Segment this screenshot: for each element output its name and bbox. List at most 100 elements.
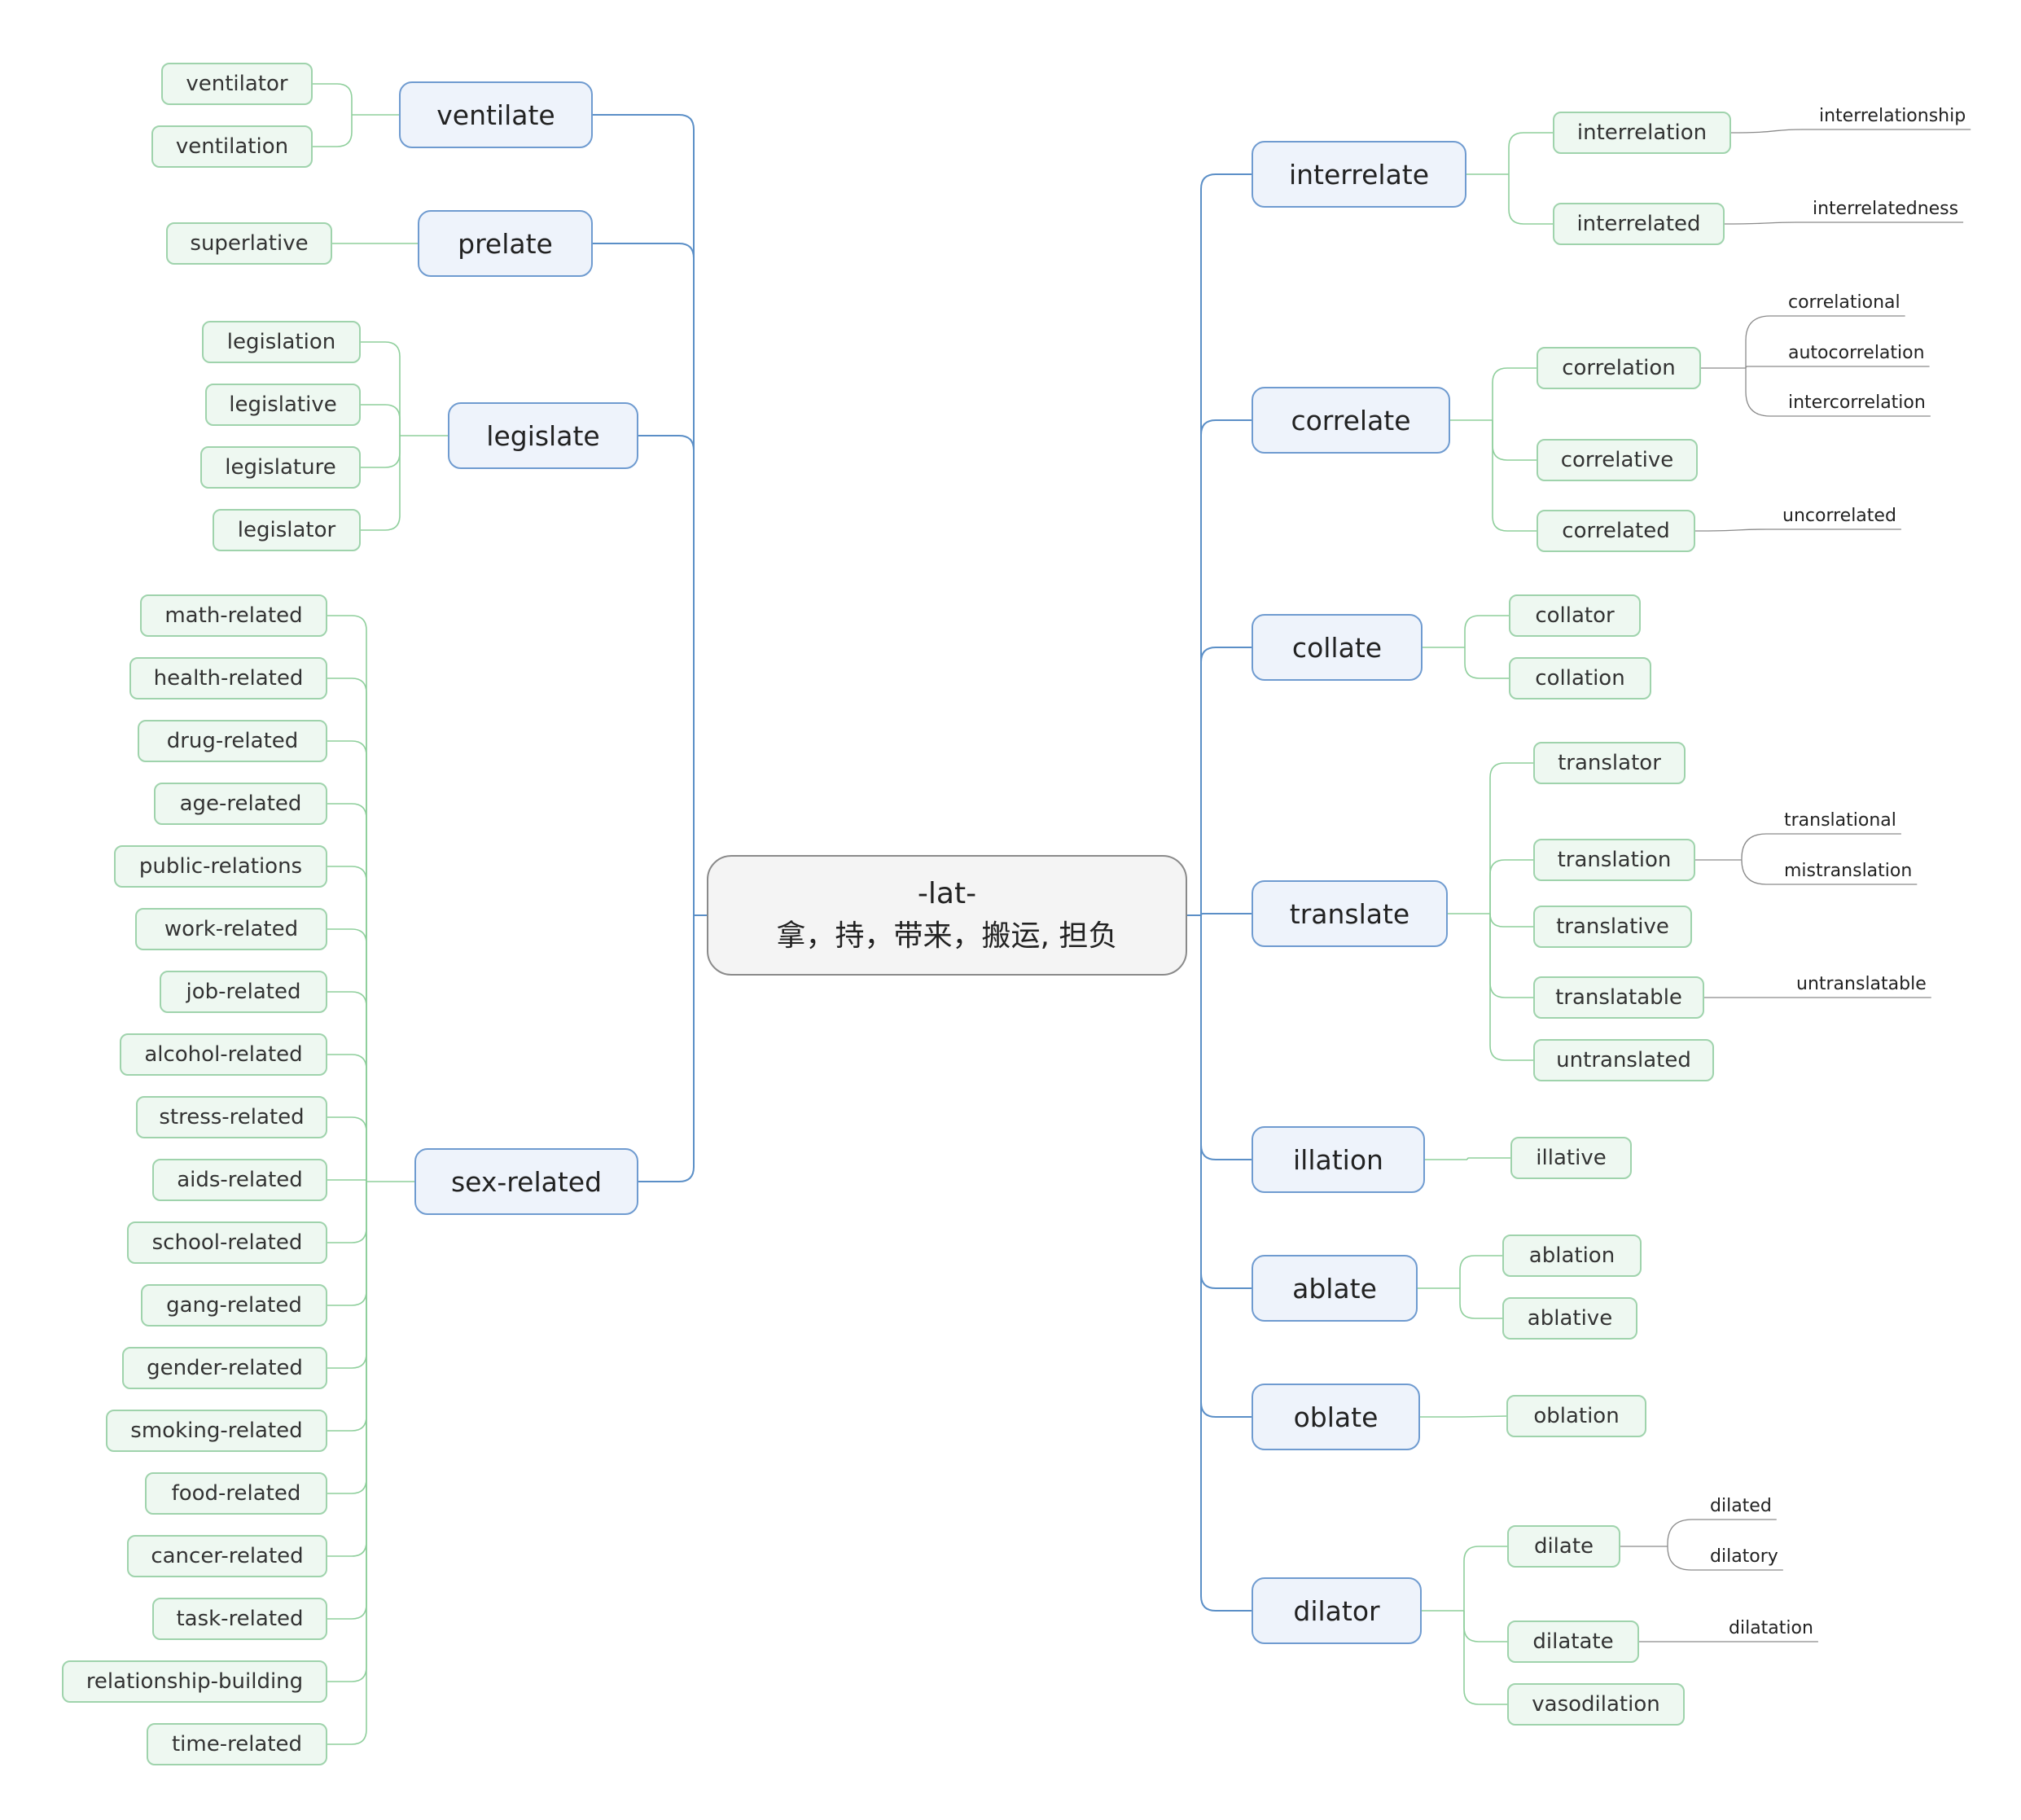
right-main-branch-7: [1200, 915, 1252, 1612]
topic-interrelate-subs-branch-0: [1508, 132, 1553, 174]
subtopic-time-related[interactable]: time-related: [147, 1723, 327, 1765]
leaf-mistranslation[interactable]: mistranslation: [1784, 861, 1913, 881]
topic-ablate-subs-branch-1: [1459, 1288, 1502, 1319]
subtopic-relationship-building[interactable]: relationship-building: [62, 1660, 327, 1703]
left-main-branch-2: [638, 435, 695, 915]
subtopic-alcohol-related[interactable]: alcohol-related: [120, 1033, 327, 1076]
topic-sex-related-subs-branch-1: [327, 678, 367, 1182]
subtopic-legislature[interactable]: legislature: [200, 446, 361, 489]
topic-prelate[interactable]: prelate: [418, 210, 593, 277]
leaf-uncorrelated[interactable]: uncorrelated: [1782, 506, 1896, 526]
subtopic-translation[interactable]: translation: [1533, 839, 1695, 881]
subtopic-oblation[interactable]: oblation: [1506, 1395, 1646, 1437]
leaf-interrelationship[interactable]: interrelationship: [1819, 106, 1966, 126]
topic-sex-related-subs-branch-9: [327, 1179, 367, 1182]
subtopic-stress-related[interactable]: stress-related: [136, 1096, 327, 1138]
leaf-interrelatedness[interactable]: interrelatedness: [1813, 199, 1959, 219]
subtopic-cancer-related[interactable]: cancer-related: [127, 1535, 327, 1577]
right-main-branch-5: [1200, 915, 1252, 1289]
right-main-branch-4: [1200, 915, 1252, 1160]
left-main-branch-0: [593, 114, 695, 915]
subtopic-correlative[interactable]: correlative: [1537, 439, 1698, 481]
topic-correlate-subs-branch-1: [1492, 420, 1537, 461]
subtopic-school-related[interactable]: school-related: [127, 1221, 327, 1264]
subtopic-ventilation[interactable]: ventilation: [151, 125, 313, 168]
right-main-branch-3: [1200, 913, 1252, 916]
subtopic-interrelated[interactable]: interrelated: [1553, 203, 1725, 245]
subtopic-gang-related[interactable]: gang-related: [141, 1284, 327, 1327]
subtopic-illative[interactable]: illative: [1510, 1137, 1632, 1179]
topic-dilator[interactable]: dilator: [1252, 1577, 1422, 1644]
subtopic-correlation[interactable]: correlation: [1537, 347, 1701, 389]
subtopic-legislative[interactable]: legislative: [205, 384, 361, 426]
subtopic-task-related[interactable]: task-related: [152, 1598, 327, 1640]
subtopic-translatable[interactable]: translatable: [1533, 976, 1704, 1019]
subtopic-superlative[interactable]: superlative: [166, 222, 332, 265]
topic-sex-related-subs-branch-15: [327, 1182, 367, 1557]
topic-interrelate[interactable]: interrelate: [1252, 141, 1466, 208]
subtopic-correlated[interactable]: correlated: [1537, 510, 1695, 552]
subtopic-health-related[interactable]: health-related: [129, 657, 327, 699]
topic-sex-related-subs-branch-7: [327, 1054, 367, 1182]
topic-collate[interactable]: collate: [1252, 614, 1423, 681]
topic-sex-related-subs-branch-4: [327, 866, 367, 1182]
subtopic-translator[interactable]: translator: [1533, 742, 1686, 784]
subtopic-job-related[interactable]: job-related: [160, 971, 327, 1013]
subtopic-correlation-leaf-0: [1745, 315, 1905, 368]
subtopic-interrelation[interactable]: interrelation: [1553, 112, 1731, 154]
subtopic-collator[interactable]: collator: [1509, 594, 1641, 637]
topic-illation[interactable]: illation: [1252, 1126, 1425, 1193]
leaf-untranslatable[interactable]: untranslatable: [1796, 974, 1927, 994]
leaf-dilatory[interactable]: dilatory: [1710, 1546, 1778, 1567]
subtopic-translation-leaf-0: [1741, 833, 1901, 860]
topic-interrelate-subs-branch-1: [1508, 174, 1553, 225]
topic-ventilate[interactable]: ventilate: [399, 81, 593, 148]
leaf-correlational[interactable]: correlational: [1788, 292, 1900, 313]
subtopic-untranslated[interactable]: untranslated: [1533, 1039, 1714, 1081]
topic-dilator-subs-branch-1: [1463, 1611, 1507, 1642]
subtopic-translative[interactable]: translative: [1533, 906, 1692, 948]
topic-collate-subs-branch-1: [1464, 647, 1509, 679]
subtopic-interrelation-leaf-0: [1730, 129, 1971, 134]
topic-dilator-subs-branch-0: [1463, 1546, 1507, 1611]
subtopic-vasodilation[interactable]: vasodilation: [1507, 1683, 1685, 1726]
leaf-dilatation[interactable]: dilatation: [1729, 1618, 1813, 1638]
leaf-autocorrelation[interactable]: autocorrelation: [1788, 343, 1925, 363]
subtopic-dilate[interactable]: dilate: [1507, 1525, 1620, 1568]
subtopic-ablation[interactable]: ablation: [1502, 1235, 1642, 1277]
leaf-translational[interactable]: translational: [1784, 810, 1896, 831]
topic-translate[interactable]: translate: [1252, 880, 1448, 947]
subtopic-gender-related[interactable]: gender-related: [122, 1347, 327, 1389]
topic-legislate-subs-branch-3: [361, 436, 401, 531]
subtopic-collation[interactable]: collation: [1509, 657, 1651, 699]
topic-ablate-subs-branch-0: [1459, 1255, 1502, 1288]
subtopic-legislator[interactable]: legislator: [213, 509, 361, 551]
leaf-dilated[interactable]: dilated: [1710, 1496, 1772, 1516]
subtopic-correlated-leaf-0: [1694, 528, 1901, 532]
subtopic-smoking-related[interactable]: smoking-related: [106, 1410, 327, 1452]
subtopic-ventilator[interactable]: ventilator: [161, 63, 313, 105]
subtopic-work-related[interactable]: work-related: [135, 908, 327, 950]
subtopic-ablative[interactable]: ablative: [1502, 1297, 1637, 1340]
subtopic-food-related[interactable]: food-related: [145, 1472, 327, 1515]
subtopic-math-related[interactable]: math-related: [140, 594, 327, 637]
topic-sex-related[interactable]: sex-related: [414, 1148, 638, 1215]
subtopic-age-related[interactable]: age-related: [154, 783, 327, 825]
leaf-intercorrelation[interactable]: intercorrelation: [1788, 393, 1926, 413]
subtopic-public-relations[interactable]: public-relations: [114, 845, 327, 888]
subtopic-dilatate[interactable]: dilatate: [1507, 1620, 1639, 1663]
topic-correlate-subs-branch-0: [1492, 367, 1537, 420]
root-node[interactable]: -lat- 拿，持，带来，搬运, 担负: [707, 855, 1187, 976]
subtopic-dilate-leaf-0: [1667, 1519, 1777, 1546]
topic-correlate[interactable]: correlate: [1252, 387, 1450, 454]
topic-oblate[interactable]: oblate: [1252, 1384, 1420, 1450]
subtopic-legislation[interactable]: legislation: [202, 321, 361, 363]
topic-legislate[interactable]: legislate: [448, 402, 638, 469]
subtopic-drug-related[interactable]: drug-related: [138, 720, 327, 762]
subtopic-aids-related[interactable]: aids-related: [152, 1159, 327, 1201]
topic-translate-subs-branch-1: [1489, 859, 1533, 914]
topic-sex-related-subs-branch-6: [327, 991, 367, 1182]
topic-ablate[interactable]: ablate: [1252, 1255, 1418, 1322]
left-main-branch-1: [593, 243, 695, 915]
